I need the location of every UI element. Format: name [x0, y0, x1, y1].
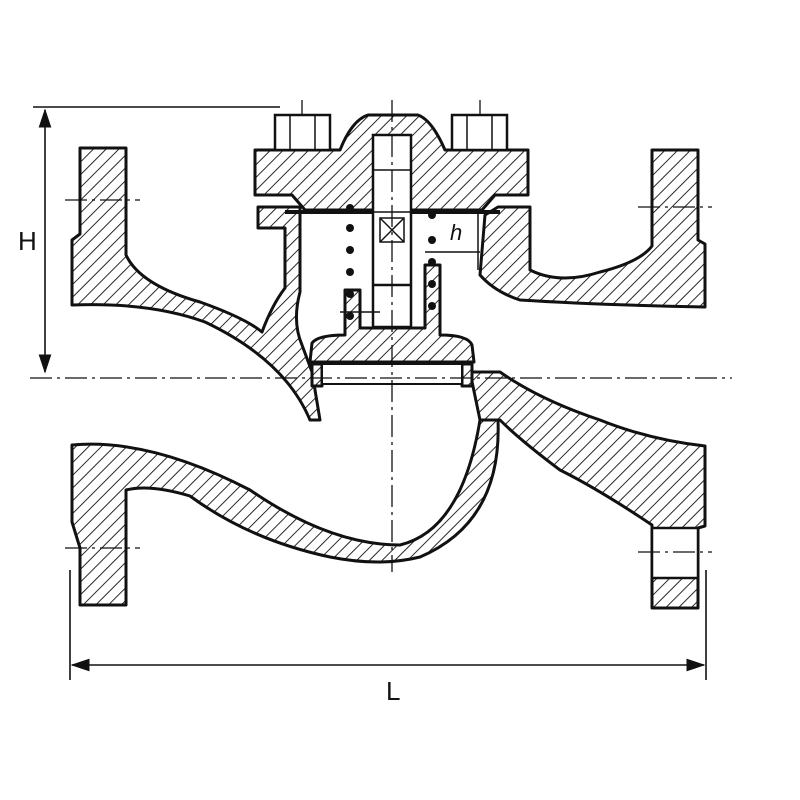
- body-lower-left: [70, 418, 500, 607]
- bolt-nut-left: [273, 113, 332, 152]
- lift-label: h: [450, 220, 462, 245]
- length-label: L: [386, 676, 400, 706]
- valve-disc: [308, 263, 476, 364]
- seat-ring-right: [460, 362, 474, 388]
- body-upper-right: [478, 148, 707, 309]
- height-label: H: [18, 226, 37, 256]
- bolt-nut-right: [450, 113, 509, 152]
- body-upper-left: [70, 146, 322, 422]
- spring: [346, 204, 436, 320]
- seat-ring-left: [310, 362, 324, 388]
- bolt-hole-right: [650, 526, 700, 580]
